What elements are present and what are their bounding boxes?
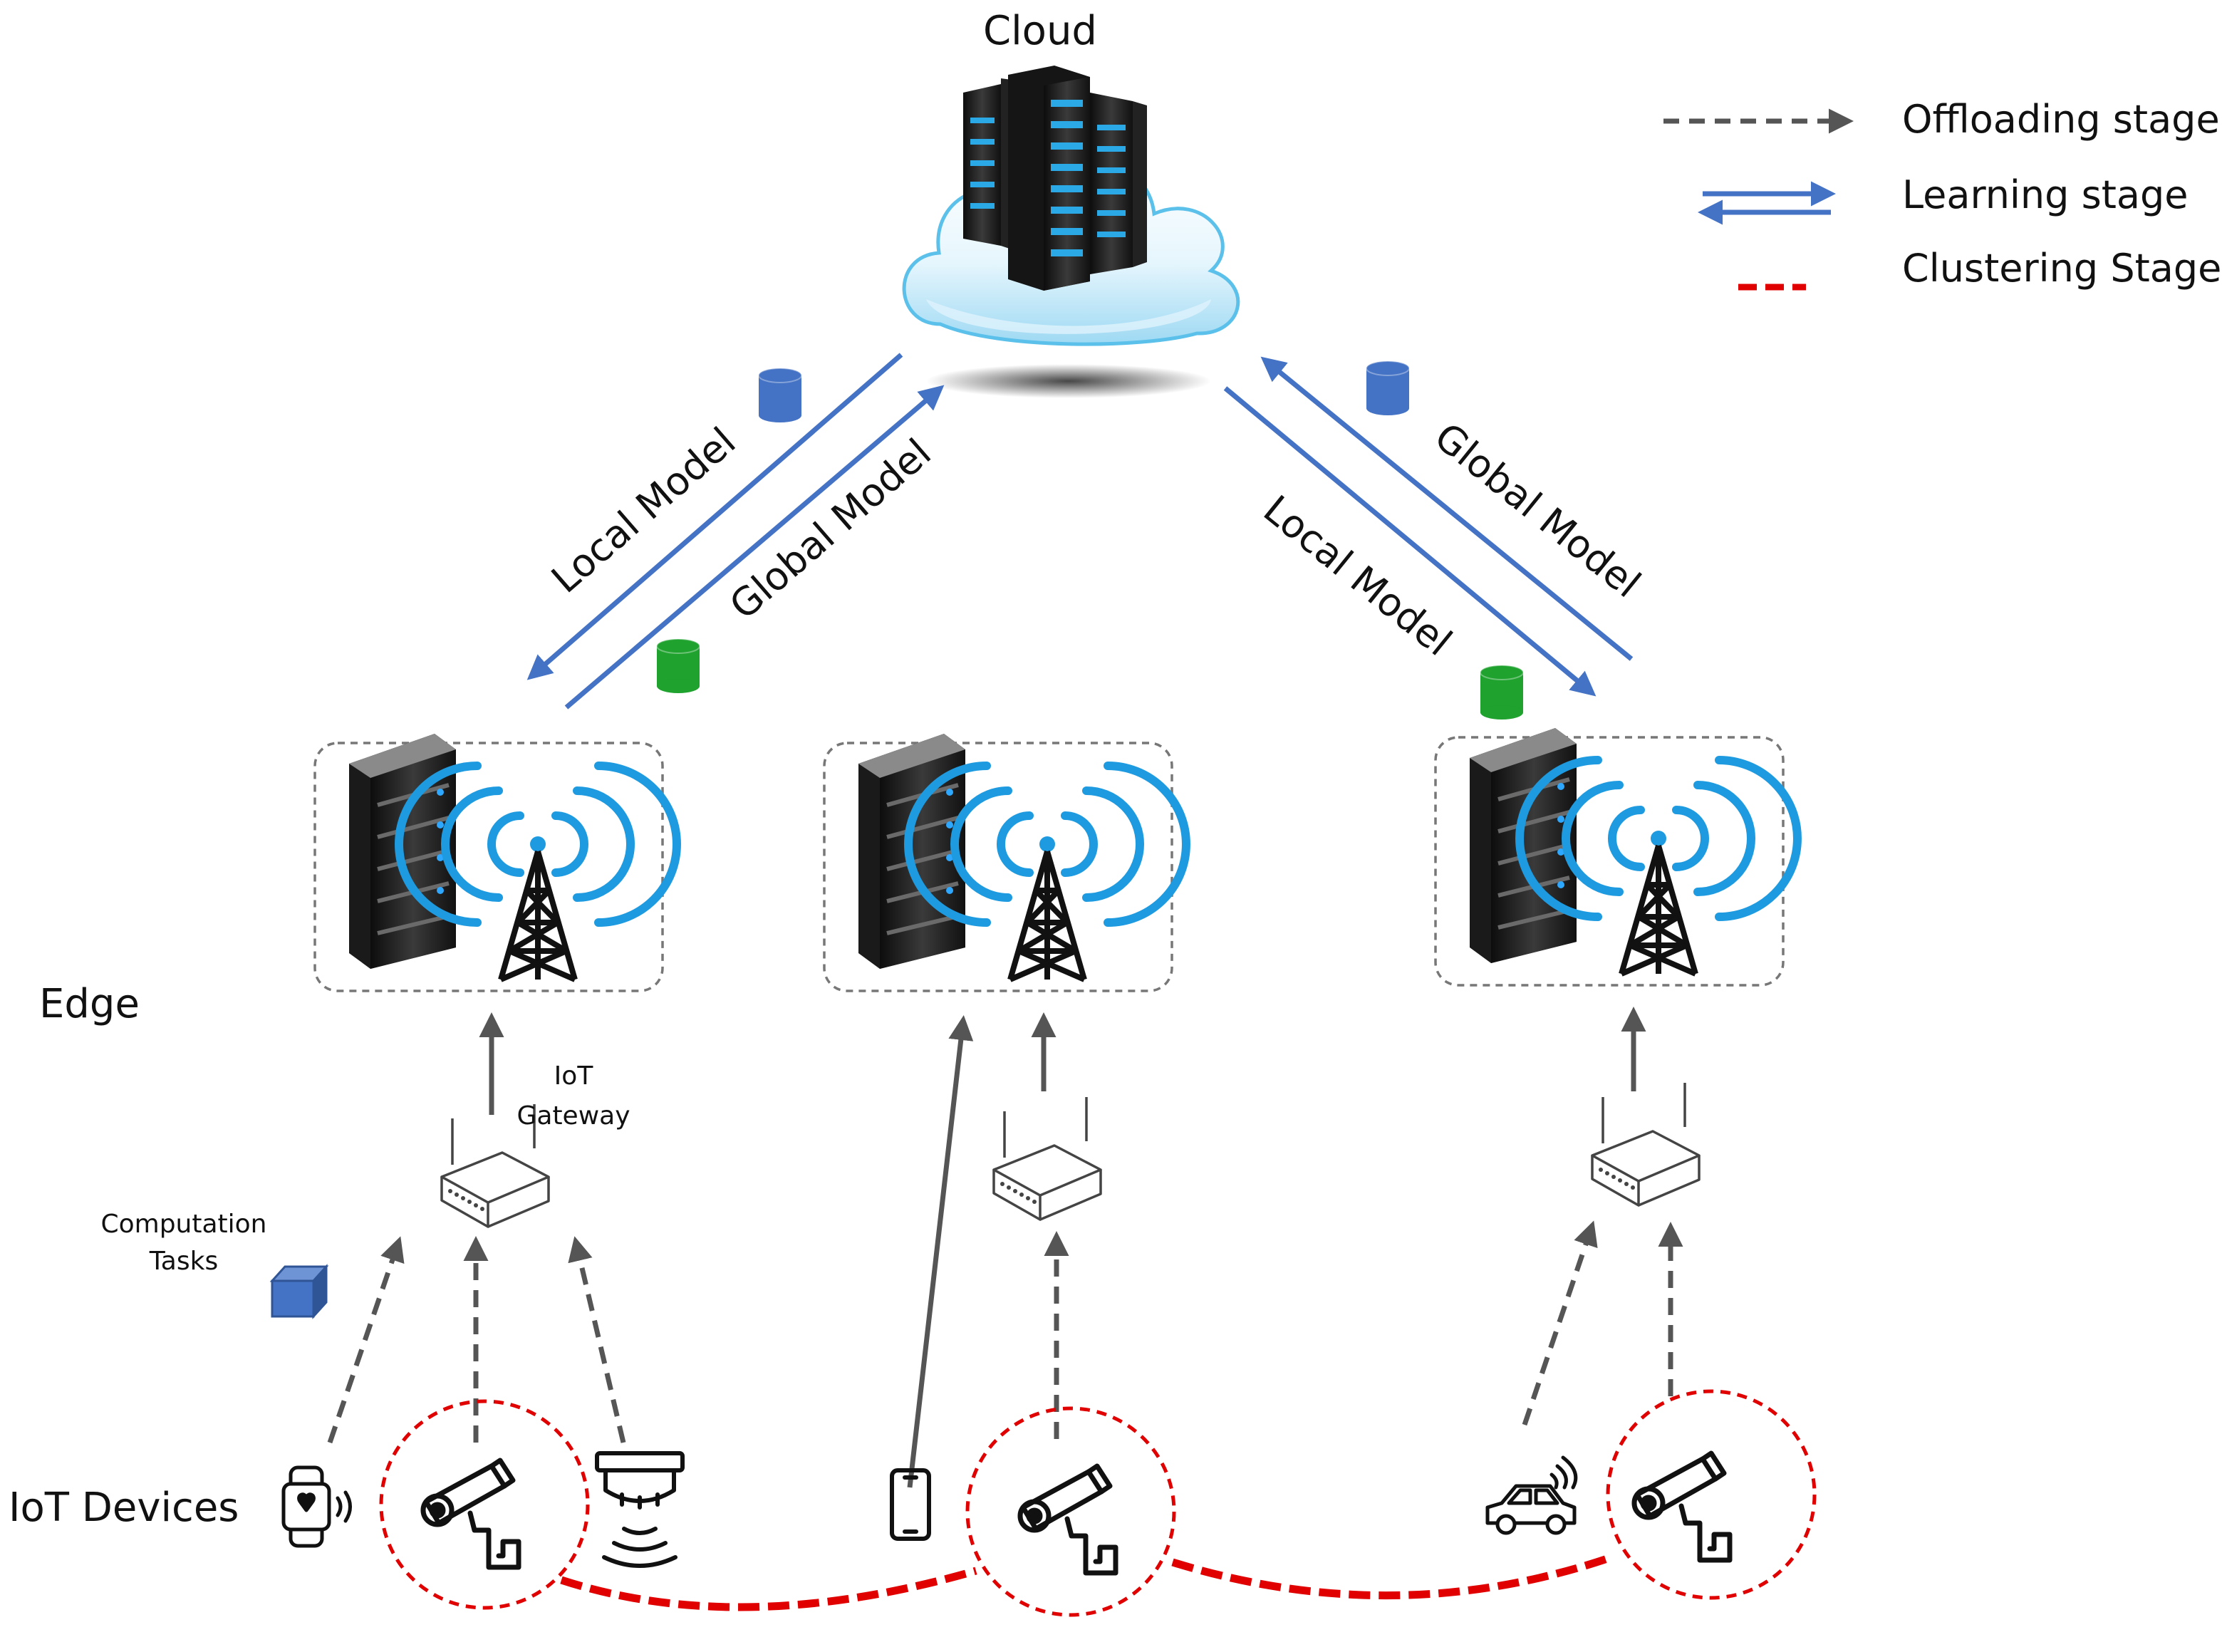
iot-gateway-label-line1: IoT — [554, 1061, 594, 1091]
legend-clustering-label: Clustering Stage — [1902, 246, 2221, 291]
legend-learning-label: Learning stage — [1902, 172, 2189, 217]
iot-devices-label: IoT Devices — [9, 1485, 239, 1531]
cluster-circles — [379, 1389, 1817, 1617]
computation-tasks-label-line1: Computation — [100, 1210, 266, 1239]
global-model-database-icon — [1480, 665, 1524, 720]
router-icon — [1591, 1081, 1701, 1207]
legend-offloading-label: Offloading stage — [1902, 97, 2220, 142]
local-model-database-icon — [1366, 360, 1410, 416]
edge-node-left — [313, 734, 677, 992]
router-icon — [992, 1096, 1102, 1221]
security-camera-icon — [423, 1460, 519, 1567]
local-model-label-left: Local Model — [543, 419, 744, 602]
local-model-label-right: Local Model — [1255, 487, 1460, 665]
cluster-circle-right — [1606, 1389, 1817, 1600]
smoke-detector-icon — [597, 1453, 682, 1566]
cluster-circle-left — [379, 1399, 590, 1610]
offloading-arrows — [327, 1220, 1683, 1444]
global-model-label-left: Global Model — [721, 430, 940, 628]
local-model-arrow-left — [526, 353, 903, 680]
global-model-arrow-left — [564, 385, 945, 710]
task-cube-icon — [269, 1264, 329, 1319]
cluster-circle-center — [965, 1406, 1176, 1617]
global-model-label-right: Global Model — [1426, 414, 1649, 606]
global-model-database-icon — [656, 638, 700, 694]
local-model-database-icon — [758, 368, 802, 423]
global-model-arrow-right — [1260, 356, 1634, 661]
local-model-arrow-right — [1223, 386, 1597, 697]
edge-node-center — [823, 734, 1186, 992]
iot-gateway-label-line2: Gateway — [516, 1101, 630, 1131]
cloud-label: Cloud — [983, 8, 1097, 54]
learning-arrows — [526, 353, 1634, 710]
smartwatch-icon — [284, 1467, 351, 1546]
clustering-links — [560, 1552, 1615, 1611]
security-camera-icon — [1020, 1466, 1116, 1573]
legend: Offloading stage Learning stage Clusteri… — [1663, 97, 2221, 291]
security-camera-icon — [1634, 1453, 1730, 1560]
computation-tasks-label-line2: Tasks — [149, 1247, 218, 1276]
edge-label: Edge — [39, 981, 140, 1027]
cloud-datacenter-icon — [902, 66, 1240, 398]
edge-node-right — [1434, 728, 1797, 987]
gateway-uplink-arrows — [479, 1007, 1646, 1488]
connected-car-icon — [1488, 1458, 1576, 1533]
